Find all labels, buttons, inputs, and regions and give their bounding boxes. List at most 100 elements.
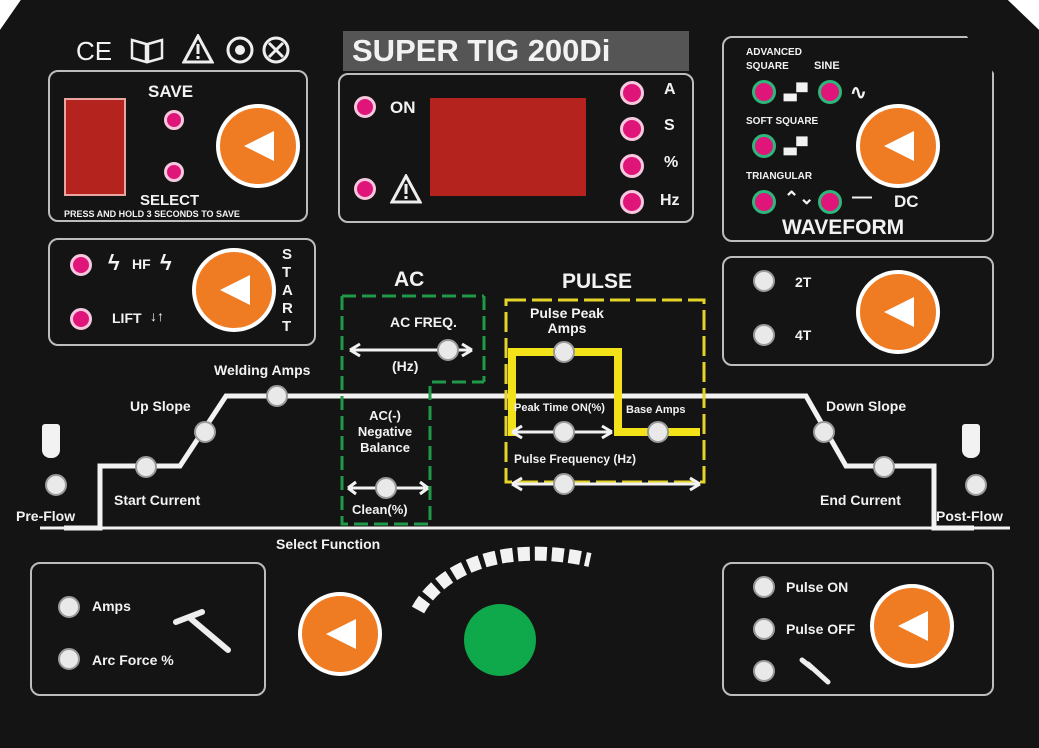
pulse-peak-amps-label: Pulse Peak Amps xyxy=(530,305,604,336)
pulse-mode-panel xyxy=(722,562,994,696)
hf-spark-left-icon: ϟ xyxy=(108,250,120,275)
start-label: START xyxy=(282,246,293,335)
power-led xyxy=(464,604,536,676)
triangular-label: TRIANGULAR xyxy=(746,171,813,182)
advanced-square-led xyxy=(752,80,776,104)
welding-amps-led xyxy=(266,385,288,407)
welding-amps-label: Welding Amps xyxy=(214,362,311,378)
pre-flow-gas-icon xyxy=(42,424,60,458)
disposal-icon xyxy=(262,36,290,64)
pulse-frequency-led xyxy=(553,473,575,495)
amps-led[interactable] xyxy=(58,596,80,618)
pulse-off-led[interactable] xyxy=(753,618,775,640)
soft-square-label: SOFT SQUARE xyxy=(746,116,819,127)
model-title: SUPER TIG 200Di xyxy=(352,33,611,68)
square-wave-icon: ▃▀ xyxy=(784,84,808,101)
mma-panel xyxy=(30,562,266,696)
up-slope-led xyxy=(194,421,216,443)
warning-icon xyxy=(182,34,214,64)
pre-flow-led xyxy=(45,474,67,496)
base-amps-label: Base Amps xyxy=(626,404,686,416)
start-mode-knob[interactable] xyxy=(192,248,276,332)
down-slope-label: Down Slope xyxy=(826,398,907,414)
waveform-panel xyxy=(722,36,994,242)
sine-wave-icon: ∿ xyxy=(850,82,867,104)
alarm-warning-icon xyxy=(390,174,422,204)
book-icon xyxy=(130,38,164,64)
soft-square-wave-icon: ▃▀ xyxy=(784,138,808,155)
start-current-led xyxy=(135,456,157,478)
4t-led[interactable] xyxy=(753,324,775,346)
tig-torch-icon xyxy=(799,657,831,685)
model-title-bg xyxy=(343,31,689,71)
select-function-label: Select Function xyxy=(276,536,381,552)
save-panel xyxy=(48,70,308,222)
ac-balance-led xyxy=(375,477,397,499)
electrode-holder-icon xyxy=(173,609,231,653)
hf-spark-right-icon: ϟ xyxy=(160,250,172,275)
lift-led[interactable] xyxy=(70,308,92,330)
dc-label: DC xyxy=(894,192,919,211)
pulse-peak-amps-led xyxy=(553,341,575,363)
waveform-knob[interactable] xyxy=(856,104,940,188)
pulse-on-label: Pulse ON xyxy=(786,579,849,595)
recycle-icon xyxy=(226,36,254,64)
unit-a-led xyxy=(620,81,644,105)
trigger-mode-knob[interactable] xyxy=(856,270,940,354)
trigger-panel xyxy=(722,256,994,366)
ac-clean-label: Clean(%) xyxy=(352,502,408,517)
display-panel xyxy=(338,73,694,223)
pulse-off-label: Pulse OFF xyxy=(786,621,856,637)
4t-label: 4T xyxy=(795,327,812,343)
pulse-frequency-label: Pulse Frequency (Hz) xyxy=(514,452,637,466)
down-slope-led xyxy=(813,421,835,443)
select-led[interactable] xyxy=(164,162,184,182)
hf-led[interactable] xyxy=(70,254,92,276)
torch-mode-led[interactable] xyxy=(753,660,775,682)
pulse-on-led[interactable] xyxy=(753,576,775,598)
dc-line-icon: — xyxy=(852,186,872,208)
end-current-label: End Current xyxy=(820,492,901,508)
arc-force-led[interactable] xyxy=(58,648,80,670)
unit-a-label: A xyxy=(664,81,676,98)
unit-percent-label: % xyxy=(664,154,679,171)
unit-hz-label: Hz xyxy=(660,192,680,209)
save-led[interactable] xyxy=(164,110,184,130)
dc-led xyxy=(818,190,842,214)
peak-time-led xyxy=(553,421,575,443)
pulse-frequency-arrow xyxy=(511,476,701,492)
warning-led xyxy=(354,178,376,200)
pre-flow-label: Pre-Flow xyxy=(16,508,76,524)
arc-force-label: Arc Force % xyxy=(92,652,174,668)
post-flow-gas-icon xyxy=(962,424,980,458)
function-select-knob[interactable] xyxy=(298,592,382,676)
ac-freq-unit: (Hz) xyxy=(392,358,419,374)
main-display xyxy=(430,98,586,196)
select-function-arc xyxy=(411,546,592,614)
base-amps-led xyxy=(647,421,669,443)
2t-label: 2T xyxy=(795,274,812,290)
select-label: SELECT xyxy=(140,192,200,209)
pulse-mode-knob[interactable] xyxy=(870,584,954,668)
lift-label: LIFT xyxy=(112,310,142,326)
unit-s-label: S xyxy=(664,117,675,134)
ac-freq-led xyxy=(437,339,459,361)
post-flow-label: Post-Flow xyxy=(936,508,1003,524)
post-flow-led xyxy=(965,474,987,496)
unit-s-led xyxy=(620,117,644,141)
ce-mark: CE xyxy=(76,36,113,66)
pulse-frame xyxy=(504,298,706,484)
program-display xyxy=(64,98,126,196)
start-current-label: Start Current xyxy=(114,492,201,508)
ac-title: AC xyxy=(394,268,425,291)
peak-time-label: Peak Time ON(%) xyxy=(514,402,605,414)
ac-freq-label: AC FREQ. xyxy=(390,314,457,330)
amps-label: Amps xyxy=(92,598,131,614)
ac-freq-arrow xyxy=(349,342,473,358)
save-instruction: PRESS AND HOLD 3 SECONDS TO SAVE xyxy=(64,209,240,219)
ac-frame xyxy=(340,294,486,526)
save-select-knob[interactable] xyxy=(216,104,300,188)
triangle-wave-icon: ⌃⌄ xyxy=(784,188,815,208)
pulse-wave xyxy=(508,348,700,436)
2t-led[interactable] xyxy=(753,270,775,292)
